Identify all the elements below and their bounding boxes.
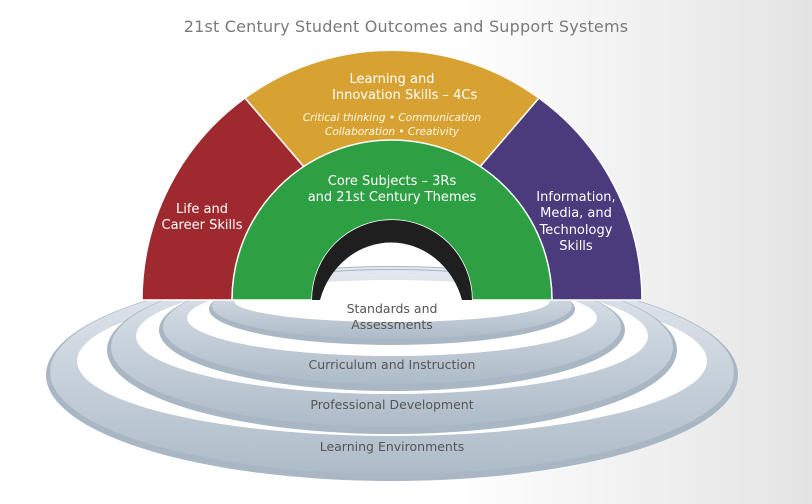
core-subjects-line1: Core Subjects – 3Rs	[327, 174, 457, 189]
arch-hole-shadow	[312, 220, 472, 300]
core-subjects-line2: and 21st Century Themes	[307, 190, 477, 206]
professional-development-label: Professional Development	[310, 397, 474, 412]
learning-innovation-line1: Learning and	[349, 72, 435, 87]
learning-innovation-label: Learning and Innovation Skills – 4Cs	[332, 72, 478, 105]
curriculum-instruction-label: Curriculum and Instruction	[308, 357, 476, 372]
learning-innovation-detail2: Collaboration • Creativity	[325, 126, 459, 139]
core-subjects-label: Core Subjects – 3Rs and 21st Century The…	[292, 174, 492, 207]
life-career-line2: Career Skills	[161, 218, 243, 234]
life-career-line1: Life and	[175, 202, 229, 217]
learning-innovation-detail1: Critical thinking • Communication	[302, 112, 482, 124]
information-media-label: Information, Media, and Technology Skill…	[516, 190, 636, 255]
page-title: 21st Century Student Outcomes and Suppor…	[183, 17, 629, 36]
standards-line2: Assessments	[351, 316, 433, 332]
life-career-label: Life and Career Skills	[152, 202, 252, 235]
information-media-line4: Skills	[559, 238, 593, 254]
standards-assessments-label: Standards and Assessments	[312, 301, 472, 332]
information-media-line2: Media, and	[540, 206, 612, 222]
learning-innovation-details: Critical thinking • Communication Collab…	[292, 111, 492, 139]
information-media-line3: Technology	[539, 222, 613, 238]
learning-innovation-line2: Innovation Skills – 4Cs	[332, 88, 478, 104]
information-media-line1: Information,	[536, 190, 616, 205]
learning-environments-label: Learning Environments	[319, 439, 465, 454]
standards-line1: Standards and	[346, 301, 438, 316]
